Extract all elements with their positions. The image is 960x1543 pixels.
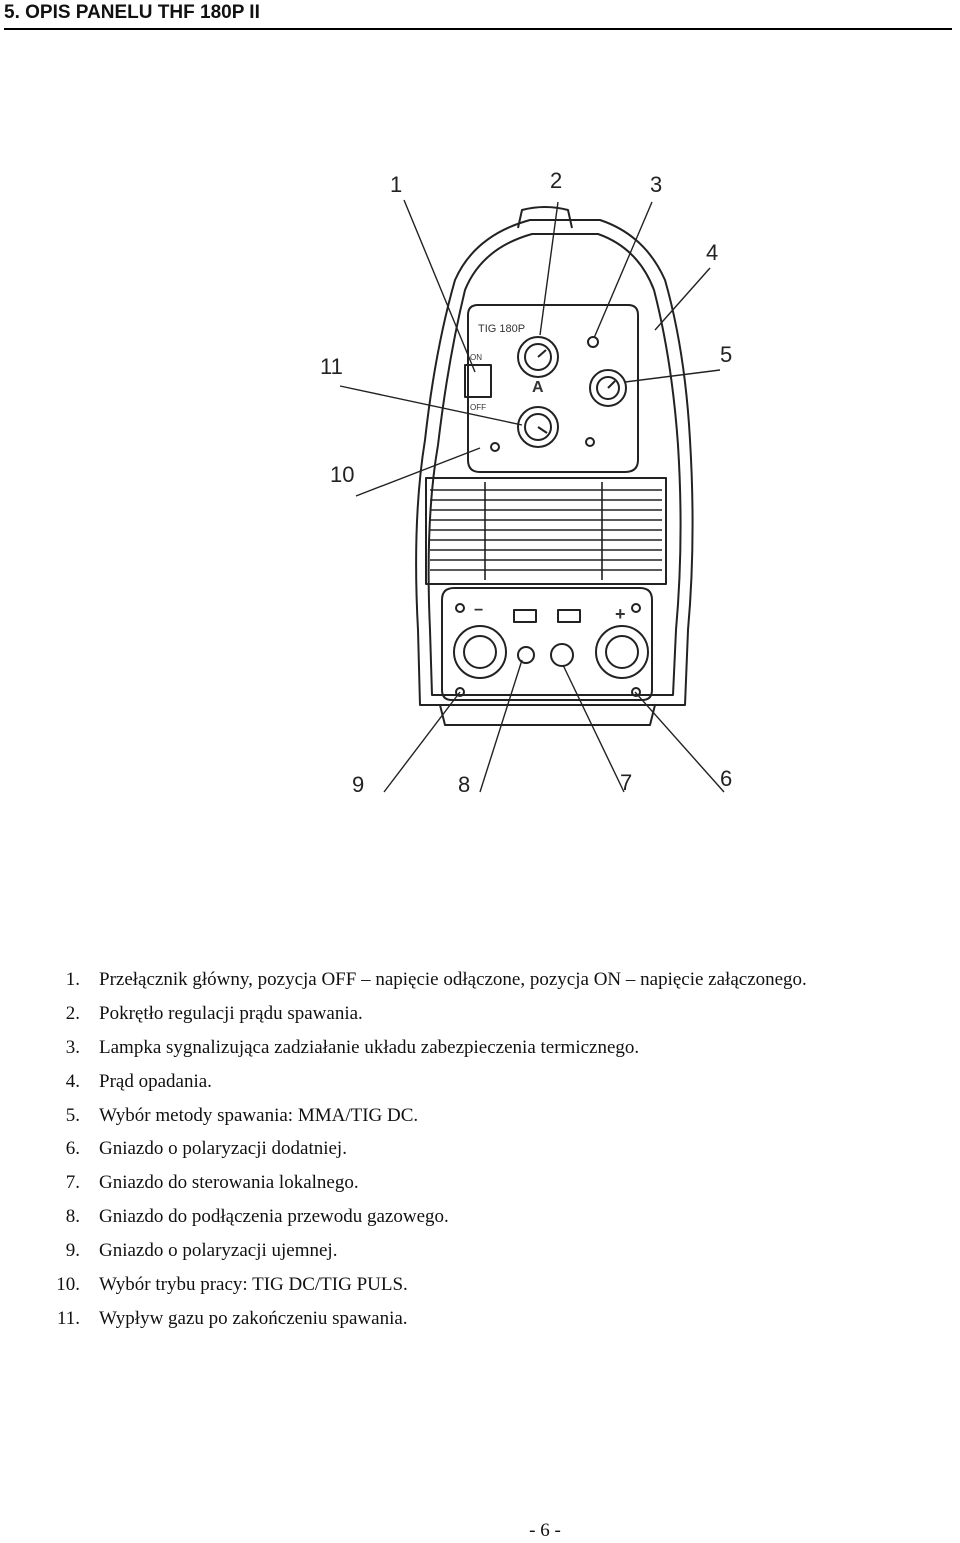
model-label: TIG 180P bbox=[478, 323, 525, 335]
callout-2: 2 bbox=[550, 168, 562, 193]
list-item: 1. Przełącznik główny, pozycja OFF – napi… bbox=[40, 966, 940, 1000]
panel-drawing: TIG 180P ON OFF A − + 1 2 3 4 5 6 7 8 9 … bbox=[320, 168, 732, 797]
housing-inner-outline bbox=[427, 233, 682, 696]
item-text: Lampka sygnalizująca zadziałanie układu … bbox=[99, 1036, 640, 1058]
callout-3: 3 bbox=[650, 172, 662, 197]
thermal-lamp bbox=[587, 336, 599, 348]
list-item: 3. Lampka sygnalizująca zadziałanie układ… bbox=[40, 1034, 940, 1068]
list-item: 8. Gniazdo do podłączenia przewodu gazowe… bbox=[40, 1203, 940, 1237]
callout-5: 5 bbox=[720, 342, 732, 367]
item-number: 3. bbox=[65, 1036, 80, 1058]
list-item: 11. Wypływ gazu po zakończeniu spawania. bbox=[40, 1305, 940, 1339]
item-number: 10. bbox=[56, 1274, 80, 1296]
item-text: Wypływ gazu po zakończeniu spawania. bbox=[99, 1307, 408, 1329]
item-text: Prąd opadania. bbox=[99, 1070, 212, 1092]
callout-9: 9 bbox=[352, 772, 364, 797]
positive-socket bbox=[595, 625, 649, 679]
callout-11: 11 bbox=[320, 354, 343, 379]
callout-7: 7 bbox=[620, 770, 632, 795]
item-text: Pokrętło regulacji prądu spawania. bbox=[99, 1002, 363, 1024]
socket-panel bbox=[441, 587, 653, 701]
callout-8: 8 bbox=[458, 772, 470, 797]
item-text: Gniazdo do sterowania lokalnego. bbox=[99, 1172, 359, 1194]
mode-knob bbox=[589, 369, 627, 407]
downslope-knob bbox=[517, 406, 559, 448]
item-number: 4. bbox=[65, 1070, 80, 1092]
section-title: 5. OPIS PANELU THF 180P II bbox=[4, 2, 260, 23]
item-text: Wybór metody spawania: MMA/TIG DC. bbox=[99, 1104, 419, 1126]
item-number: 1. bbox=[65, 969, 80, 990]
list-item: 5. Wybór metody spawania: MMA/TIG DC. bbox=[40, 1102, 940, 1136]
list-item: 6. Gniazdo o polaryzacji dodatniej. bbox=[40, 1135, 940, 1169]
item-number: 11. bbox=[56, 1307, 80, 1329]
item-number: 5. bbox=[65, 1104, 80, 1126]
item-text: Wybór trybu pracy: TIG DC/TIG PULS. bbox=[99, 1274, 408, 1296]
callout-4: 4 bbox=[706, 240, 718, 265]
item-number: 2. bbox=[65, 1002, 80, 1024]
svg-text:−: − bbox=[474, 602, 483, 619]
housing-outline bbox=[415, 219, 694, 706]
current-knob bbox=[517, 336, 559, 378]
item-number: 8. bbox=[65, 1206, 80, 1228]
item-text: Gniazdo o polaryzacji dodatniej. bbox=[99, 1138, 347, 1160]
item-text: Gniazdo o polaryzacji ujemnej. bbox=[99, 1240, 338, 1262]
main-switch bbox=[464, 364, 492, 398]
list-item: 10. Wybór trybu pracy: TIG DC/TIG PULS. bbox=[40, 1271, 940, 1305]
switch-off-label: OFF bbox=[470, 403, 486, 412]
page-number: - 6 - bbox=[529, 1520, 561, 1541]
negative-socket bbox=[453, 625, 507, 679]
control-socket bbox=[550, 643, 574, 667]
list-item: 7. Gniazdo do sterowania lokalnego. bbox=[40, 1169, 940, 1203]
item-text: Gniazdo do podłączenia przewodu gazowego… bbox=[99, 1206, 449, 1228]
list-item: 2. Pokrętło regulacji prądu spawania. bbox=[40, 1000, 940, 1034]
callout-1: 1 bbox=[390, 172, 402, 197]
svg-text:+: + bbox=[615, 604, 626, 624]
section-heading: 5. OPIS PANELU THF 180P II bbox=[4, 2, 952, 30]
callout-10: 10 bbox=[330, 462, 354, 487]
housing-base bbox=[439, 704, 656, 726]
handle bbox=[517, 206, 573, 229]
gas-socket bbox=[517, 646, 535, 664]
list-item: 9. Gniazdo o polaryzacji ujemnej. bbox=[40, 1237, 940, 1271]
knob-letter: A bbox=[532, 379, 544, 396]
control-panel bbox=[467, 304, 639, 473]
item-text: Przełącznik główny, pozycja OFF – napięc… bbox=[99, 969, 807, 990]
list-item: 4. Prąd opadania. bbox=[40, 1068, 940, 1102]
legend-list: 1. Przełącznik główny, pozycja OFF – napi… bbox=[40, 966, 940, 1339]
item-number: 7. bbox=[65, 1172, 80, 1194]
panel-diagram: TIG 180P ON OFF A − + 1 2 3 4 5 6 7 8 9 … bbox=[300, 160, 780, 820]
item-number: 6. bbox=[65, 1138, 80, 1160]
callout-6: 6 bbox=[720, 766, 732, 791]
item-number: 9. bbox=[65, 1240, 80, 1262]
vent-grille bbox=[425, 477, 667, 585]
switch-on-label: ON bbox=[470, 353, 482, 362]
